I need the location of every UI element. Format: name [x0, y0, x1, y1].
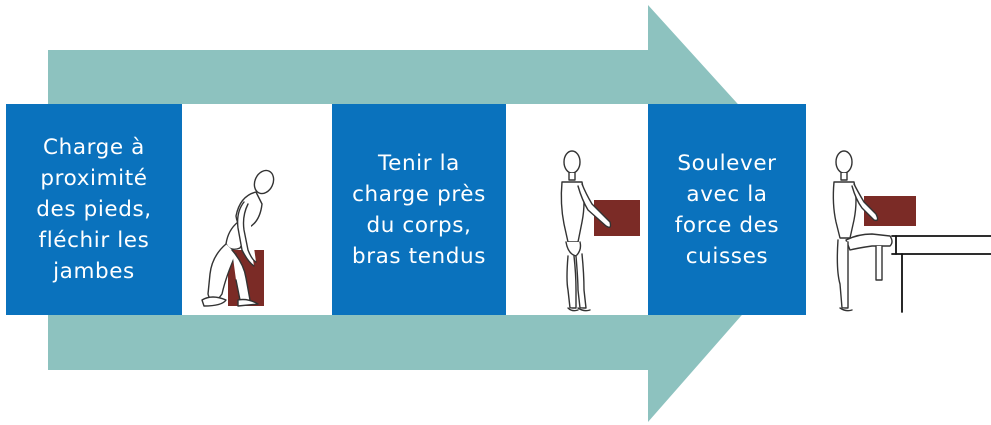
standing-figure-icon — [560, 150, 640, 312]
step-label-2: Tenir la charge près du corps, bras tend… — [351, 150, 487, 269]
step-label-3: Soulever avec la force des cuisses — [674, 150, 780, 269]
table-icon — [891, 235, 991, 313]
step-box-1: Charge à proximité des pieds, fléchir le… — [6, 104, 182, 315]
stepping-figure-icon — [832, 150, 991, 313]
crouching-figure-icon — [201, 169, 275, 307]
illustration-panel-3 — [806, 104, 991, 315]
step-label-1: Charge à proximité des pieds, fléchir le… — [36, 135, 152, 284]
step-box-3: Soulever avec la force des cuisses — [648, 104, 806, 315]
step-box-2: Tenir la charge près du corps, bras tend… — [332, 104, 506, 315]
illustration-panel-1 — [182, 104, 332, 315]
illustration-panel-2 — [506, 104, 648, 315]
